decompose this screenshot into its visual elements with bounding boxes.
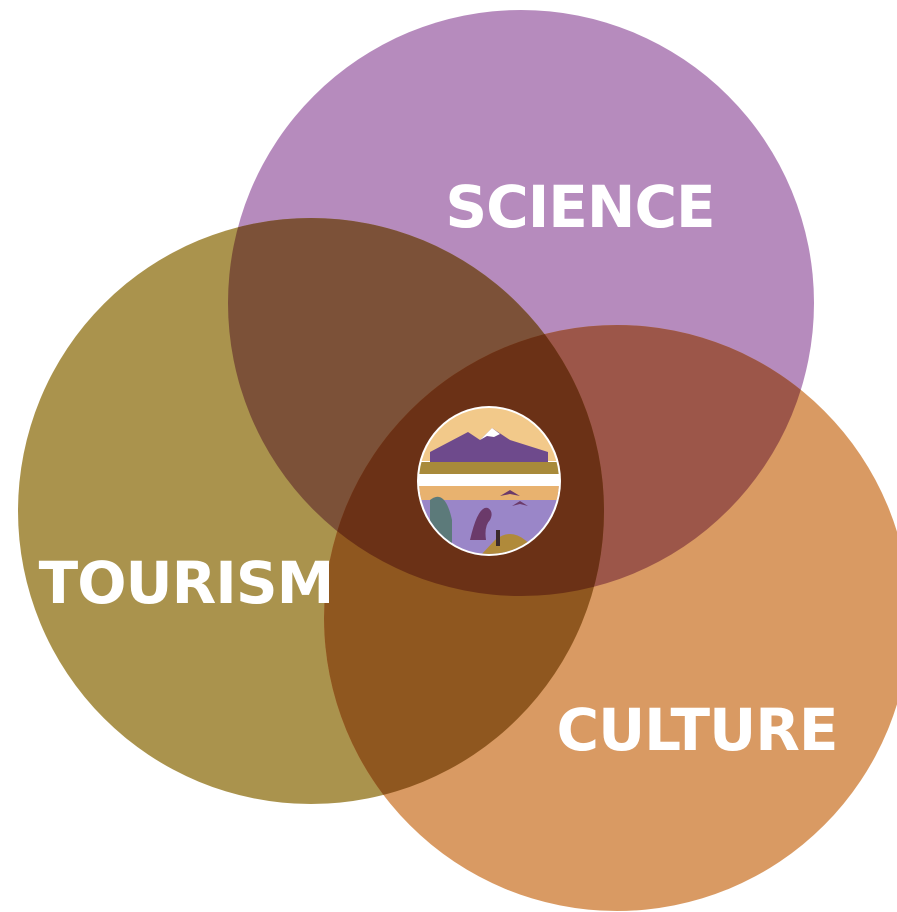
label-science: SCIENCE — [445, 173, 714, 241]
label-culture: CULTURE — [557, 696, 838, 764]
museum-emblem-icon — [417, 406, 561, 556]
label-tourism: TOURISM — [39, 549, 334, 617]
